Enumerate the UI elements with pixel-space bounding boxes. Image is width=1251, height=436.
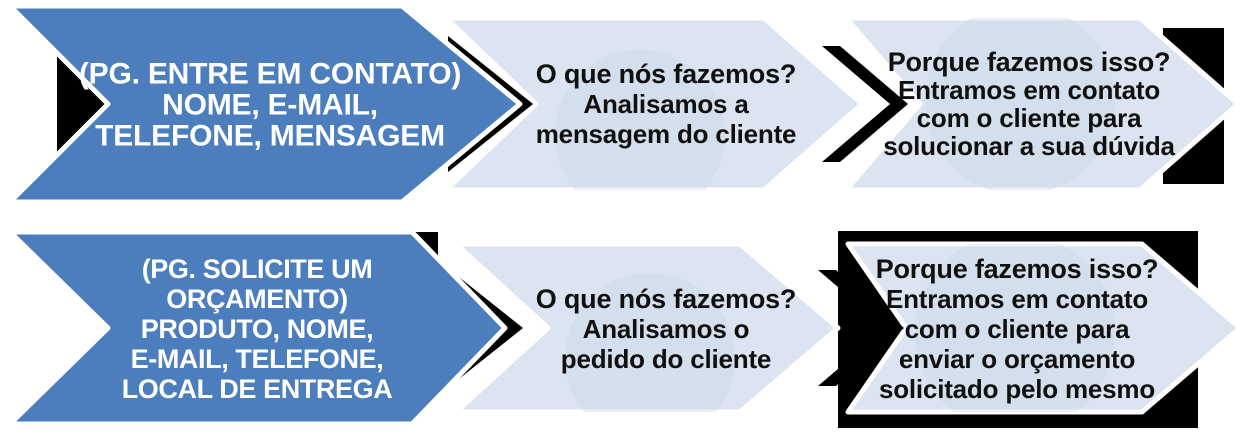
question-line: O que nós fazemos? [535, 59, 797, 89]
why-step-text: Porque fazemos isso? Entramos em contato… [883, 48, 1175, 160]
answer-line: enviar o orçamento [898, 344, 1136, 374]
watermark-circle [925, 18, 1115, 190]
what-chevron [443, 15, 865, 193]
what-step-text: O que nós fazemos? Analisamos a mensagem… [536, 59, 797, 149]
what-step-text: O que nós fazemos? Analisamos o pedido d… [535, 284, 797, 374]
why-chevron [845, 241, 1243, 415]
source-chevron [7, 229, 508, 427]
row1-shapes [7, 3, 1241, 205]
label-line: PRODUTO, NOME, [140, 314, 374, 344]
answer-line: Analisamos o [582, 314, 750, 344]
source-step-label: (PG. SOLICITE UM ORÇAMENTO) PRODUTO, NOM… [122, 254, 393, 404]
row2-shapes [7, 229, 1243, 428]
answer-line: mensagem do cliente [535, 119, 797, 149]
label-line: (PG. ENTRE EM CONTATO) [78, 57, 462, 91]
watermark-circle [565, 273, 735, 412]
answer-line: solucionar a sua dúvida [883, 131, 1175, 161]
question-line: Porque fazemos isso? [887, 47, 1171, 77]
answer-line: pedido do cliente [560, 344, 772, 374]
watermark-circle [555, 50, 725, 190]
label-line: E-MAIL, TELEFONE, [130, 344, 384, 374]
label-line: LOCAL DE ENTREGA [121, 374, 393, 404]
answer-line: com o cliente para [904, 314, 1130, 344]
label-line: (PG. SOLICITE UM [141, 254, 373, 284]
junction-shadow-band [818, 270, 904, 386]
why-chevron [843, 15, 1241, 193]
label-line: ORÇAMENTO) [166, 284, 348, 314]
answer-line: solicitado pelo mesmo [878, 374, 1156, 404]
source-step-label: (PG. ENTRE EM CONTATO) NOME, E-MAIL, TEL… [79, 59, 461, 152]
answer-line: Analisamos a [583, 89, 749, 119]
watermark-circle [915, 244, 1115, 412]
label-line: NOME, E-MAIL, [162, 88, 378, 122]
answer-line: Entramos em contato [897, 75, 1161, 105]
label-line: TELEFONE, MENSAGEM [95, 119, 445, 153]
process-row-contact: (PG. ENTRE EM CONTATO) NOME, E-MAIL, TEL… [7, 3, 1241, 205]
why-step-text: Porque fazemos isso? Entramos em contato… [876, 254, 1159, 404]
question-line: Porque fazemos isso? [875, 254, 1159, 284]
junction-shadow-band [822, 46, 908, 162]
notch-shadow-triangle [57, 56, 108, 152]
question-line: O que nós fazemos? [535, 284, 797, 314]
what-chevron [453, 241, 841, 415]
process-row-quote: (PG. SOLICITE UM ORÇAMENTO) PRODUTO, NOM… [0, 218, 1251, 436]
source-chevron [7, 3, 523, 205]
answer-line: Entramos em contato [885, 284, 1149, 314]
answer-line: com o cliente para [916, 103, 1142, 133]
